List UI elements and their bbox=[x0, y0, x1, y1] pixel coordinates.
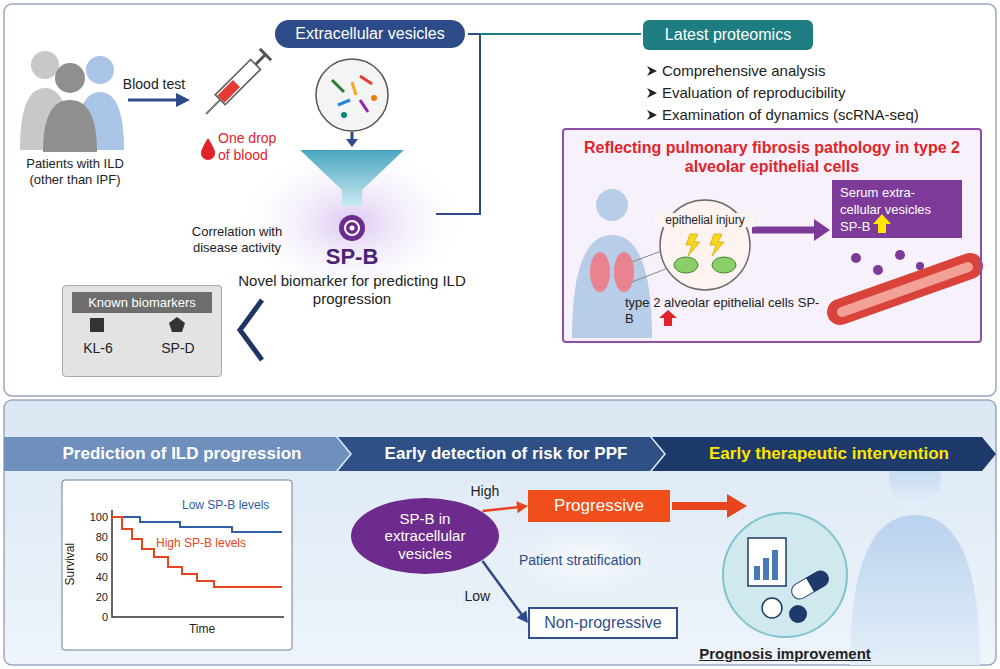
up-arrow bbox=[873, 214, 891, 233]
node-outline bbox=[652, 437, 996, 471]
arrowhead bbox=[517, 611, 528, 623]
bracket-line bbox=[480, 33, 641, 35]
blood-test-arrow bbox=[128, 93, 190, 107]
sp-b-icon bbox=[339, 215, 365, 241]
node-text: Latest proteomics bbox=[665, 26, 791, 44]
low-curve bbox=[112, 517, 282, 532]
connector-line bbox=[482, 507, 517, 511]
axis-title: Time bbox=[172, 622, 232, 636]
zoom-line bbox=[632, 250, 664, 262]
square-symbol bbox=[90, 318, 104, 332]
less-than-symbol bbox=[240, 300, 262, 360]
blood-vessel bbox=[840, 250, 970, 312]
caption-text: Correlation with disease activity bbox=[172, 224, 302, 255]
chevron-band: Prediction of ILD progression bbox=[4, 437, 350, 471]
axis-tick: 100 bbox=[82, 511, 108, 524]
node-text: Prediction of ILD progression bbox=[63, 444, 302, 464]
lung-person bbox=[572, 189, 652, 338]
vesicle-box: Serum extra- cellular vesicles SP-B bbox=[832, 180, 962, 238]
zoom-line bbox=[632, 268, 668, 282]
arrow-label: Blood test bbox=[120, 76, 188, 93]
caption-text: Patient stratification bbox=[505, 552, 655, 569]
box-heading: Known biomarkers bbox=[72, 292, 212, 313]
chevron-band: Early therapeutic intervention bbox=[652, 437, 996, 471]
panel-fill bbox=[562, 128, 982, 343]
node-outline bbox=[338, 437, 664, 471]
node-text: Early detection of risk for PPF bbox=[385, 444, 628, 464]
axis-tick: 40 bbox=[82, 571, 108, 584]
caption-text: One drop of blood bbox=[218, 130, 282, 164]
ellipse-node: SP-B in extracellular vesicles bbox=[350, 497, 500, 575]
arrowhead bbox=[516, 501, 528, 513]
caption-text: Prognosis improvement bbox=[690, 645, 880, 663]
node-outline bbox=[4, 437, 350, 471]
biomarker-box-fill bbox=[62, 285, 222, 377]
node-text: SP-B in extracellular vesicles bbox=[372, 510, 478, 562]
chevron-band: Early detection of risk for PPF bbox=[338, 437, 664, 471]
axis-tick: 60 bbox=[82, 551, 108, 564]
red-arrow bbox=[672, 494, 747, 518]
result-box: Progressive bbox=[528, 490, 670, 522]
high-curve bbox=[112, 517, 282, 587]
caption-text: Patients with ILD (other than IPF) bbox=[10, 156, 140, 187]
glow bbox=[490, 520, 680, 600]
result-box: Non-progressive bbox=[528, 607, 678, 639]
chart-axes bbox=[112, 510, 284, 617]
node-text: Early therapeutic intervention bbox=[709, 444, 949, 464]
node-text: Non-progressive bbox=[544, 614, 661, 632]
vesicles-icon bbox=[316, 59, 388, 131]
marker-name: SP-B bbox=[312, 244, 392, 270]
axis-title: Survival bbox=[63, 534, 77, 594]
syringe-icon bbox=[200, 49, 271, 120]
pill-label: Extracellular vesicles bbox=[275, 20, 465, 48]
bullet-arrows bbox=[647, 66, 657, 120]
biomarker-name: SP-D bbox=[148, 340, 208, 356]
node-outline bbox=[351, 498, 499, 574]
node-text: Extracellular vesicles bbox=[295, 25, 444, 43]
bottom-band bbox=[4, 400, 996, 665]
vesicle-box-fill bbox=[832, 180, 962, 238]
callout-text: type 2 alveolar epithelial cells SP-B bbox=[625, 295, 820, 326]
down-arrow bbox=[346, 132, 358, 147]
edge-label: Low bbox=[462, 588, 492, 604]
treatment-icon bbox=[723, 513, 847, 637]
bullet-text: Comprehensive analysis bbox=[662, 62, 962, 80]
node-text: Progressive bbox=[554, 496, 644, 516]
series-label: Low SP-B levels bbox=[182, 498, 282, 512]
pill-label: Latest proteomics bbox=[643, 20, 813, 50]
blood-drop bbox=[201, 138, 215, 160]
edge-label: High bbox=[468, 483, 501, 499]
bullet-text: Evaluation of reproducibility bbox=[662, 84, 962, 102]
bullet-text: Examination of dynamics (scRNA-seq) bbox=[662, 106, 962, 124]
series-label: High SP-B levels bbox=[156, 536, 266, 550]
chart-frame bbox=[62, 480, 292, 650]
connector bbox=[482, 501, 528, 513]
axis-tick: 80 bbox=[82, 531, 108, 544]
up-arrow bbox=[659, 310, 677, 326]
axis-tick: 0 bbox=[82, 611, 108, 624]
top-frame bbox=[4, 4, 996, 396]
caption-text: Novel biomarker for predicting ILD progr… bbox=[232, 272, 472, 308]
patients-icon bbox=[20, 51, 124, 152]
funnel bbox=[300, 150, 404, 206]
biomarker-box: Known biomarkersKL-6 SP-D bbox=[62, 285, 222, 377]
bracket bbox=[436, 34, 480, 214]
purple-arrow bbox=[752, 219, 830, 241]
callout-text: epithelial injury bbox=[655, 213, 755, 227]
panel-heading: Reflecting pulmonary fibrosis pathology … bbox=[564, 130, 980, 184]
axis-tick: 20 bbox=[82, 591, 108, 604]
patient-figure bbox=[850, 454, 980, 665]
node-text: Serum extra- cellular vesicles SP-B bbox=[840, 184, 954, 235]
biomarker-name: KL-6 bbox=[68, 340, 128, 356]
pentagon-symbol bbox=[169, 317, 185, 332]
